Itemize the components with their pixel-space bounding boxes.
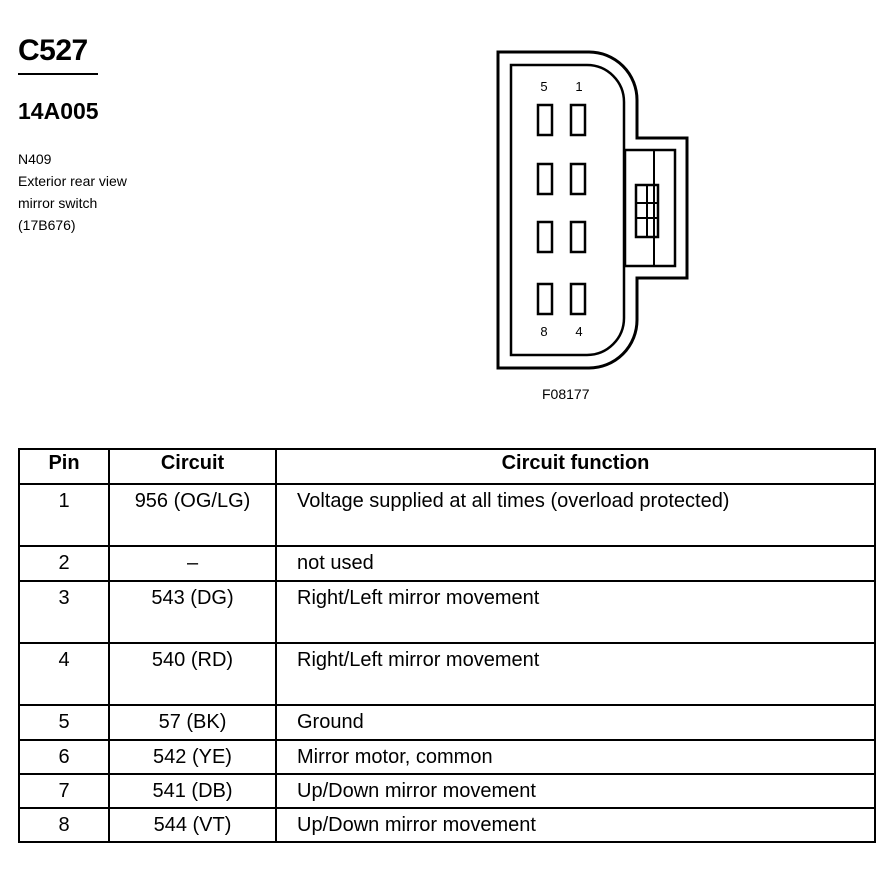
function-cell: Right/Left mirror movement	[275, 580, 876, 644]
pin-label-5: 5	[540, 79, 547, 94]
column-header-pin: Pin	[18, 448, 110, 485]
function-cell: Up/Down mirror movement	[275, 807, 876, 843]
pin-slot	[569, 162, 587, 196]
description-line: N409	[18, 151, 52, 167]
connector-latch	[623, 148, 677, 268]
column-header-circuit-function: Circuit function	[275, 448, 876, 485]
circuit-cell: 57 (BK)	[108, 704, 277, 741]
pin-table: Pin Circuit Circuit function 1 956 (OG/L…	[18, 448, 876, 843]
pin-cell: 7	[18, 773, 110, 809]
connector-inner-shell	[509, 63, 626, 357]
circuit-cell: 543 (DG)	[108, 580, 277, 644]
connector-outer-shell	[496, 50, 689, 370]
column-header-circuit: Circuit	[108, 448, 277, 485]
table-row: 3 543 (DG) Right/Left mirror movement	[18, 580, 876, 644]
pin-slot	[569, 103, 587, 137]
connector-description: N409 Exterior rear view mirror switch (1…	[18, 148, 127, 236]
circuit-cell: 544 (VT)	[108, 807, 277, 843]
description-line: (17B676)	[18, 217, 76, 233]
pin-slot	[536, 162, 554, 196]
pin-label-1: 1	[575, 79, 582, 94]
pin-label-4: 4	[575, 324, 582, 339]
description-line: Exterior rear view	[18, 173, 127, 189]
connector-face-diagram: 5 1 8 4	[496, 50, 689, 370]
pin-cell: 4	[18, 642, 110, 706]
connector-id-title: C527	[18, 34, 88, 67]
pin-cell: 8	[18, 807, 110, 843]
table-row: 8 544 (VT) Up/Down mirror movement	[18, 807, 876, 843]
part-number: 14A005	[18, 98, 99, 124]
function-cell: Right/Left mirror movement	[275, 642, 876, 706]
pin-slot	[536, 103, 554, 137]
table-row: 5 57 (BK) Ground	[18, 704, 876, 741]
function-cell: Voltage supplied at all times (overload …	[275, 483, 876, 547]
pin-label-8: 8	[540, 324, 547, 339]
pin-cell: 6	[18, 739, 110, 775]
circuit-cell: 541 (DB)	[108, 773, 277, 809]
function-cell: Mirror motor, common	[275, 739, 876, 775]
description-line: mirror switch	[18, 195, 98, 211]
function-cell: Ground	[275, 704, 876, 741]
pin-slot	[536, 282, 554, 316]
pin-cell: 3	[18, 580, 110, 644]
figure-code: F08177	[542, 386, 590, 402]
pin-cell: 2	[18, 545, 110, 582]
function-cell: Up/Down mirror movement	[275, 773, 876, 809]
table-row: 1 956 (OG/LG) Voltage supplied at all ti…	[18, 483, 876, 547]
circuit-cell: –	[108, 545, 277, 582]
pin-cell: 1	[18, 483, 110, 547]
pin-cell: 5	[18, 704, 110, 741]
pin-slot	[569, 282, 587, 316]
table-row: 7 541 (DB) Up/Down mirror movement	[18, 773, 876, 809]
table-row: 2 – not used	[18, 545, 876, 582]
table-row: 6 542 (YE) Mirror motor, common	[18, 739, 876, 775]
pin-slot	[536, 220, 554, 254]
table-row: 4 540 (RD) Right/Left mirror movement	[18, 642, 876, 706]
pin-slot	[569, 220, 587, 254]
circuit-cell: 542 (YE)	[108, 739, 277, 775]
table-header-row: Pin Circuit Circuit function	[18, 448, 876, 485]
circuit-cell: 956 (OG/LG)	[108, 483, 277, 547]
function-cell: not used	[275, 545, 876, 582]
title-underline	[18, 73, 98, 75]
circuit-cell: 540 (RD)	[108, 642, 277, 706]
